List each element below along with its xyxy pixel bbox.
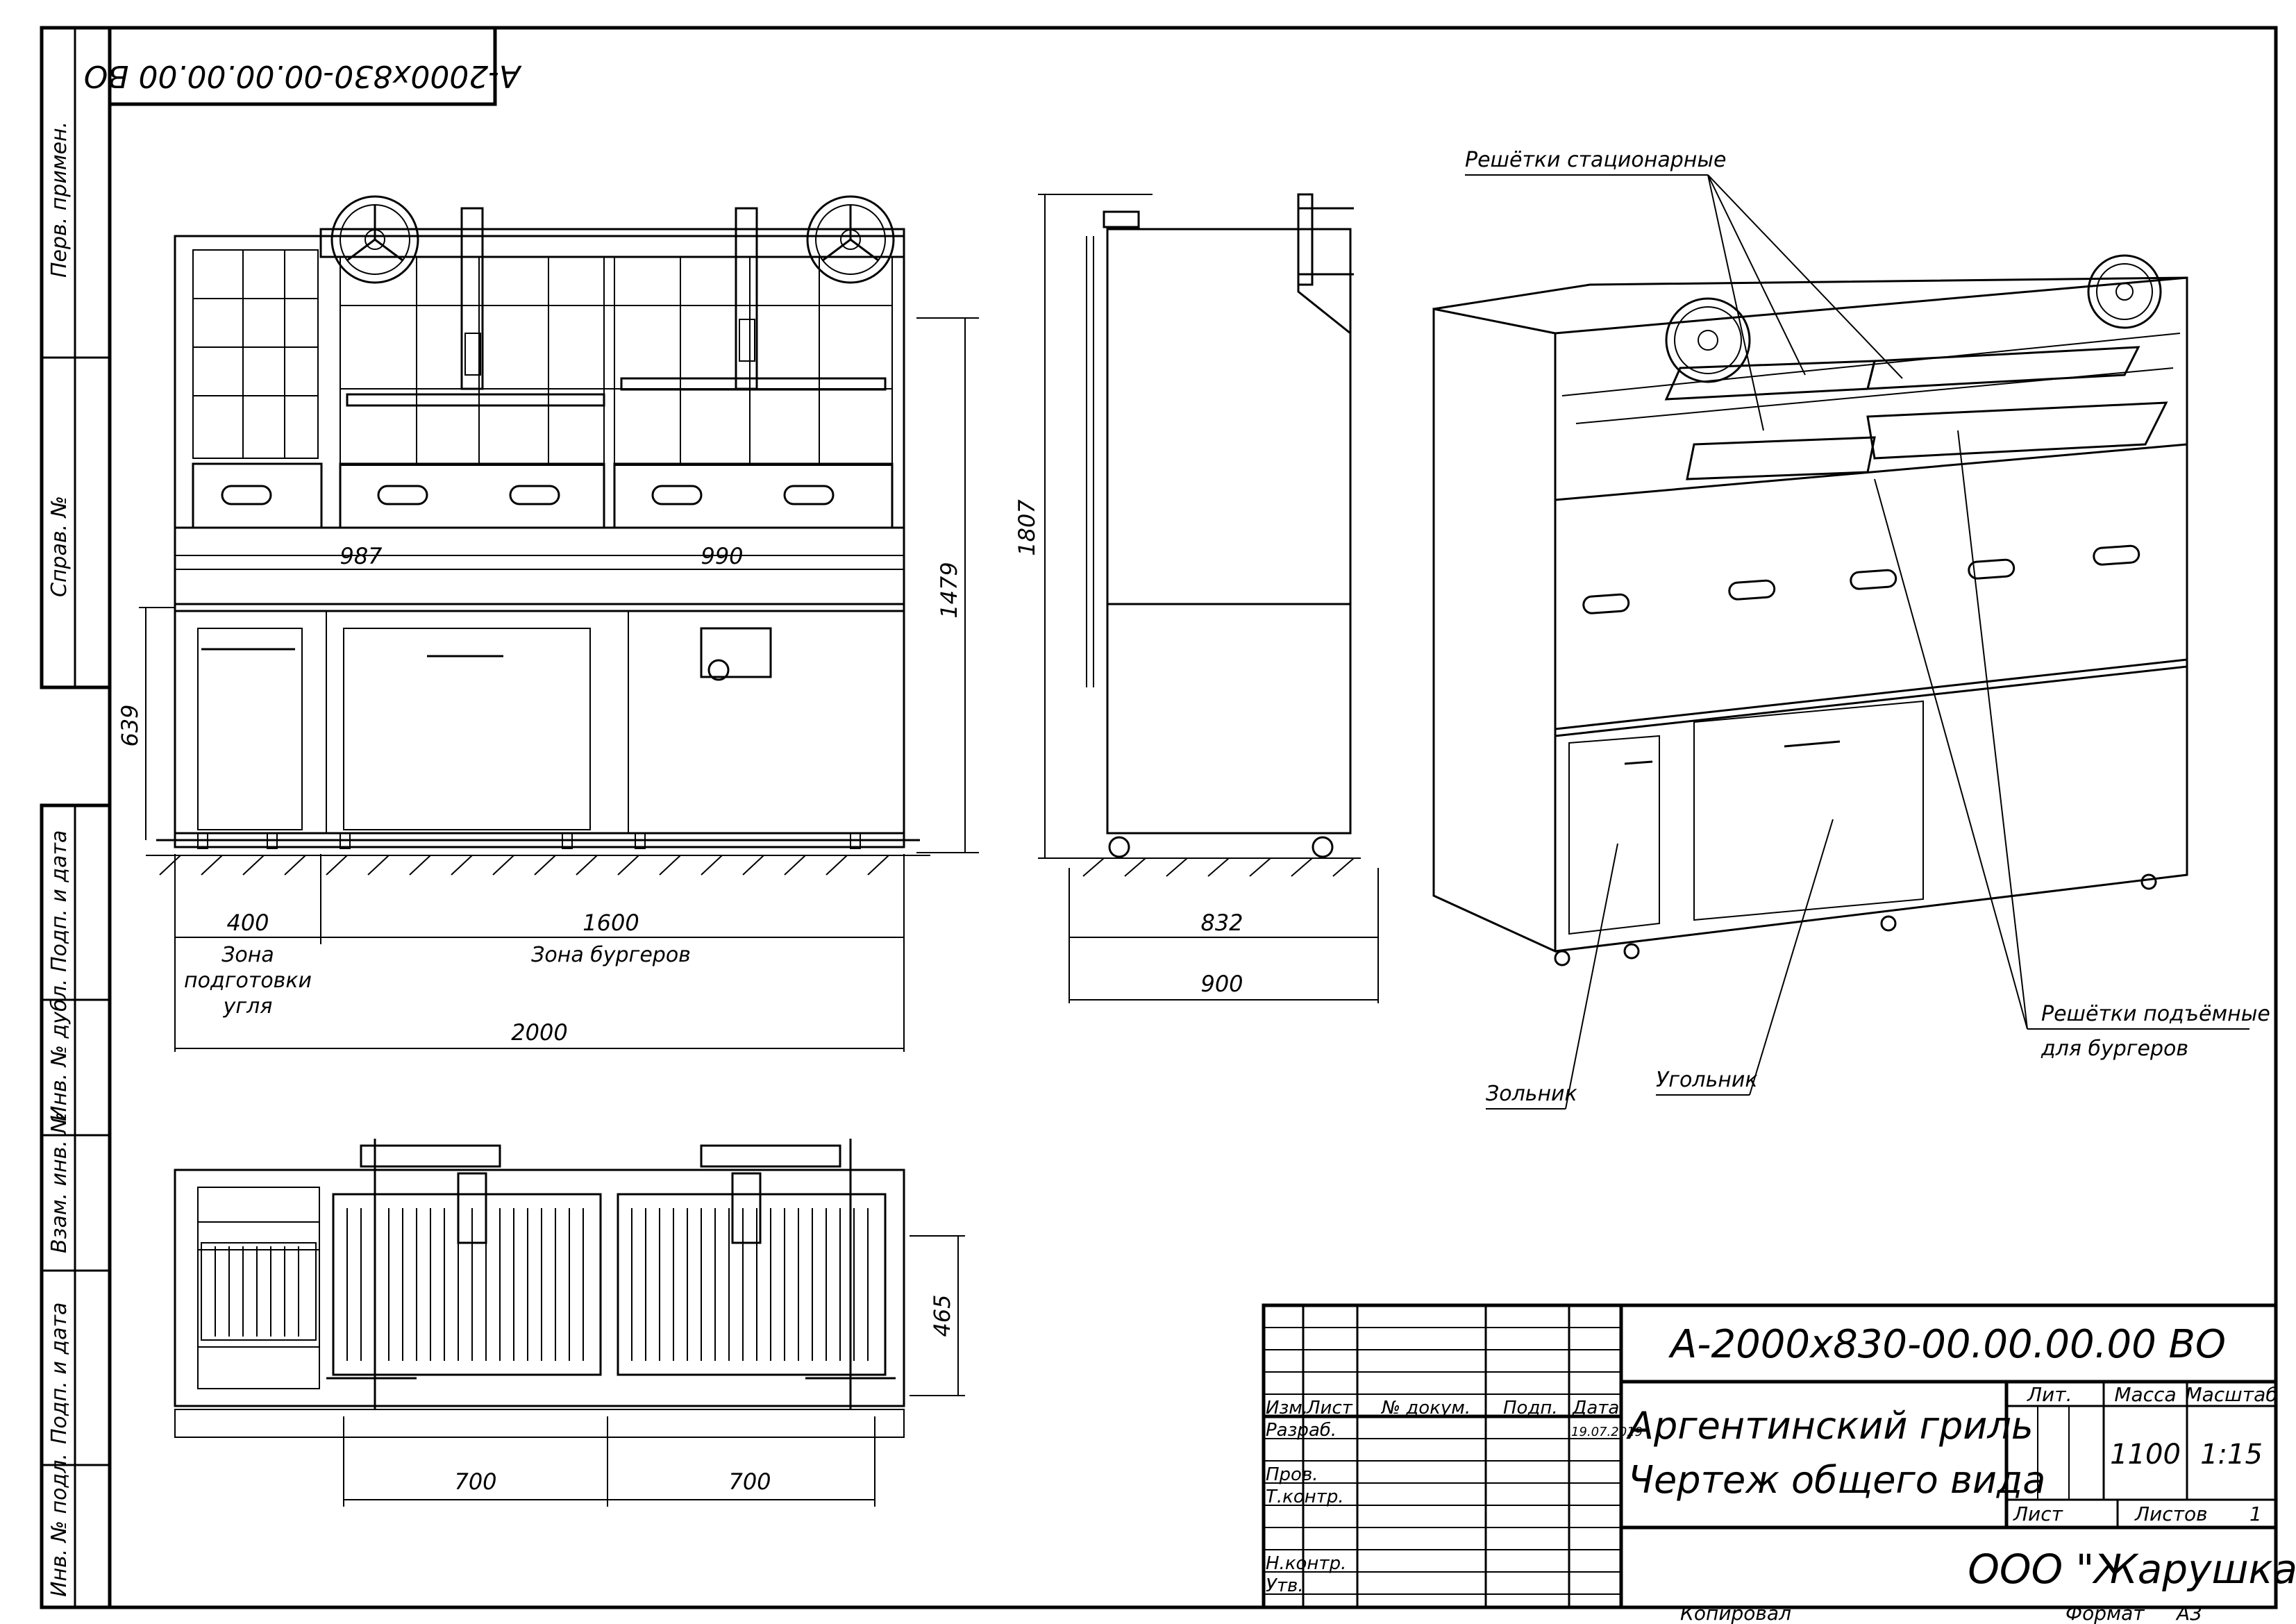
stamp-podp-data-1: Подп. и дата	[47, 830, 72, 972]
stamp-vzam-inv: Взам. инв. №	[47, 1112, 72, 1253]
footer-kopiroval: Копировал	[1680, 1602, 1791, 1624]
doc-number: А-2000х830-00.00.00.00 ВО	[1668, 1322, 2226, 1367]
row-razrab: Разраб.	[1266, 1420, 1336, 1441]
dim-900: 900	[1200, 971, 1243, 997]
col-list: Лист	[1306, 1398, 1353, 1418]
date-value: 19.07.2019	[1571, 1425, 1643, 1439]
label-lifting-grates-line-1: Решётки подъёмные	[2041, 1002, 2270, 1026]
row-utv: Утв.	[1266, 1575, 1304, 1596]
stamp-podp-data-2: Подп. и дата	[47, 1303, 72, 1444]
side-view: 1807 832 900	[1014, 193, 1379, 1003]
col-izm: Изм.	[1266, 1398, 1308, 1418]
masshtab-label: Масштаб	[2185, 1383, 2277, 1406]
row-prov: Пров.	[1266, 1464, 1318, 1485]
top-view: 465 700 700	[174, 1139, 965, 1507]
listov-value: 1	[2249, 1502, 2262, 1525]
footer: Копировал Формат А3	[1680, 1602, 2202, 1624]
top-doc-stamp: А-2000х830-00.00.00.00 ВО	[84, 26, 523, 106]
dim-700-left: 700	[454, 1468, 496, 1495]
listov-label: Листов	[2134, 1502, 2208, 1525]
footer-format: Формат	[2065, 1602, 2145, 1624]
title-line-2: Чертеж общего вида	[1628, 1458, 2045, 1502]
dim-639: 639	[117, 704, 143, 746]
title-line-1: Аргентинский гриль	[1626, 1404, 2034, 1448]
stamp-sprav-no: Справ. №	[47, 496, 72, 597]
stamp-inv-podl: Инв. № подл.	[47, 1453, 72, 1597]
dim-987: 987	[340, 543, 383, 569]
title-block: Изм. Лист № докум. Подп. Дата 19.07.2019…	[1262, 1303, 2296, 1609]
row-nkontr: Н.контр.	[1266, 1553, 1346, 1574]
lit-label: Лит.	[2027, 1383, 2072, 1406]
dim-1479: 1479	[936, 562, 962, 618]
zone-burgers: Зона бургеров	[531, 943, 691, 967]
sheet-frame	[40, 26, 2278, 1609]
scale-value: 1:15	[2200, 1439, 2263, 1471]
dim-465: 465	[929, 1294, 955, 1337]
dim-1600: 1600	[583, 910, 639, 936]
company-name: ООО "Жарушка"	[1968, 1546, 2296, 1593]
dim-990: 990	[701, 543, 743, 569]
label-fixed-grates: Решётки стационарные	[1465, 148, 1727, 172]
label-ash-pan: Зольник	[1486, 1082, 1577, 1106]
iso-view: Решётки стационарные Решётки подъёмные д…	[1432, 148, 2270, 1110]
zone-coal-line-3: угля	[223, 994, 273, 1019]
dim-400: 400	[226, 910, 269, 936]
col-podp: Подп.	[1503, 1398, 1558, 1418]
stamp-inv-dubl: Инв. № дубл.	[47, 979, 72, 1121]
row-tkontr: Т.контр.	[1266, 1487, 1344, 1507]
footer-format-value: А3	[2175, 1602, 2202, 1624]
col-data: Дата	[1572, 1398, 1619, 1418]
label-coal-box: Угольник	[1656, 1068, 1757, 1092]
massa-label: Масса	[2114, 1383, 2176, 1406]
top-doc-stamp-text: А-2000х830-00.00.00.00 ВО	[84, 58, 523, 94]
col-dokum: № докум.	[1380, 1398, 1470, 1418]
dim-2000: 2000	[511, 1019, 567, 1046]
stamp-perv-primen: Перв. примен.	[47, 122, 72, 278]
label-lifting-grates-line-2: для бургеров	[2041, 1037, 2188, 1061]
dim-700-right: 700	[728, 1468, 771, 1495]
dim-832: 832	[1200, 910, 1243, 936]
zone-coal-line-2: подготовки	[184, 969, 312, 993]
list-label: Лист	[2013, 1502, 2063, 1525]
dim-1807: 1807	[1014, 499, 1040, 556]
massa-value: 1100	[2110, 1439, 2181, 1471]
front-view: 987 990 1479 639 400 1600 Зона подготовк…	[117, 195, 979, 1052]
zone-coal-line-1: Зона	[221, 943, 274, 967]
side-stamps: Перв. примен. Справ. № Подп. и дата Инв.…	[47, 122, 72, 1597]
